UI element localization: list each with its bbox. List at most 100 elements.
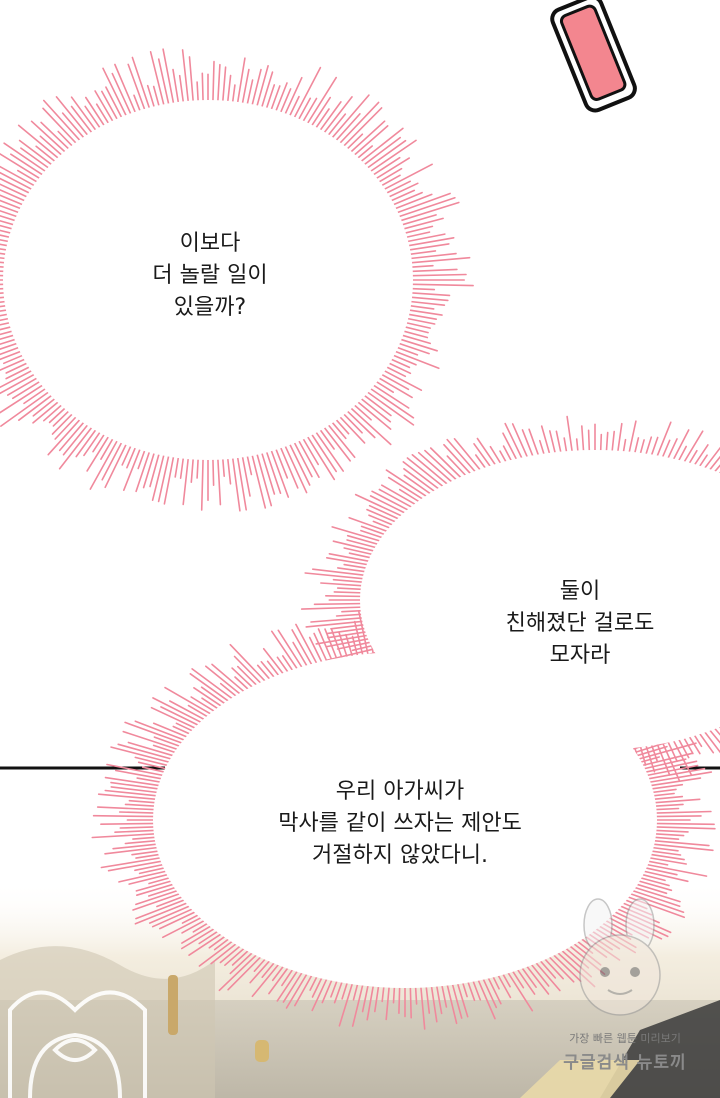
burst-ray	[61, 112, 88, 143]
burst-ray	[642, 767, 706, 781]
burst-ray	[259, 71, 274, 113]
burst-ray	[548, 950, 582, 983]
burst-ray	[630, 745, 668, 759]
burst-ray	[188, 930, 227, 957]
burst-ray	[135, 445, 152, 493]
burst-ray	[349, 125, 389, 160]
burst-ray	[259, 447, 276, 495]
chair-leg-gold	[168, 975, 269, 1062]
burst-ray	[182, 452, 190, 506]
burst-ray	[643, 771, 713, 784]
burst-ray	[406, 457, 449, 491]
burst-ray	[389, 193, 433, 212]
burst-ray	[277, 629, 306, 673]
burst-ray	[205, 665, 246, 699]
burst-ray	[268, 444, 290, 498]
burst-ray	[152, 697, 207, 726]
burst-ray	[250, 449, 267, 509]
burst-ray	[393, 197, 456, 220]
burst-ray	[191, 668, 238, 703]
burst-ray	[404, 252, 457, 260]
burst-ray	[286, 438, 311, 486]
burst-ray	[291, 436, 313, 478]
eraser-icon	[550, 0, 637, 113]
burst-ray	[628, 741, 669, 755]
burst-ray	[0, 287, 10, 290]
burst-ray	[346, 403, 392, 446]
burst-ray	[325, 556, 374, 567]
burst-ray	[378, 163, 433, 193]
burst-ray	[0, 381, 48, 414]
burst-ray	[106, 763, 169, 778]
burst-ray	[338, 977, 355, 1027]
burst-ray	[356, 127, 404, 166]
burst-ray	[649, 825, 716, 830]
burst-ray	[96, 806, 161, 811]
burst-ray	[91, 832, 161, 839]
burst-ray	[149, 448, 162, 488]
burst-ray	[282, 440, 308, 494]
burst-ray	[200, 453, 204, 511]
burst-ray	[102, 67, 130, 122]
burst-ray	[104, 776, 166, 788]
burst-ray	[455, 977, 469, 1018]
burst-ray	[119, 825, 160, 829]
burst-ray	[152, 722, 193, 740]
bubble-1-line-1: 이보다	[179, 231, 241, 256]
burst-ray	[320, 582, 368, 587]
burst-ray	[680, 430, 704, 468]
burst-ray	[181, 925, 220, 950]
burst-ray	[0, 348, 27, 361]
burst-ray	[445, 978, 458, 1025]
burst-ray	[142, 447, 157, 489]
burst-ray	[511, 423, 531, 463]
burst-ray	[450, 978, 463, 1019]
burst-ray	[387, 476, 429, 503]
burst-ray	[3, 142, 51, 176]
burst-ray	[670, 429, 690, 466]
burst-ray	[18, 139, 57, 169]
burst-ray	[151, 449, 166, 502]
burst-ray	[0, 214, 22, 223]
burst-ray	[330, 623, 371, 630]
burst-ray	[308, 429, 338, 473]
burst-ray	[385, 980, 391, 1021]
burst-ray	[135, 888, 184, 906]
burst-ray	[331, 113, 361, 146]
burst-ray	[342, 406, 376, 439]
burst-ray	[70, 105, 96, 138]
burst-ray	[75, 424, 100, 458]
burst-ray	[231, 451, 241, 512]
burst-ray	[55, 96, 92, 140]
burst-ray	[628, 885, 681, 903]
burst-ray	[162, 48, 176, 110]
burst-ray	[7, 374, 43, 396]
burst-ray	[0, 328, 19, 336]
burst-ray	[446, 438, 480, 477]
burst-ray	[402, 237, 455, 248]
burst-ray	[188, 56, 195, 108]
bubble-1-line-2: 더 놀랄 일이	[152, 263, 268, 288]
burst-ray	[0, 252, 12, 256]
burst-ray	[638, 758, 687, 771]
burst-ray	[417, 451, 457, 487]
burst-ray	[111, 72, 134, 120]
burst-ray	[304, 572, 370, 581]
burst-ray	[320, 96, 353, 138]
bubble-2-text: 둘이 친해졌단 걸로도 모자라	[460, 576, 700, 672]
burst-ray	[291, 629, 316, 671]
burst-ray	[639, 865, 678, 876]
burst-ray	[12, 377, 46, 400]
burst-ray	[104, 789, 163, 798]
burst-ray	[92, 814, 160, 818]
burst-ray	[30, 120, 70, 157]
burst-ray	[0, 388, 54, 427]
burst-ray	[85, 96, 108, 131]
burst-ray	[169, 700, 210, 723]
burst-ray	[0, 238, 15, 244]
burst-ray	[0, 265, 11, 269]
burst-ray	[354, 493, 408, 520]
burst-ray	[115, 769, 168, 781]
burst-ray	[0, 304, 12, 308]
burst-ray	[705, 725, 720, 744]
